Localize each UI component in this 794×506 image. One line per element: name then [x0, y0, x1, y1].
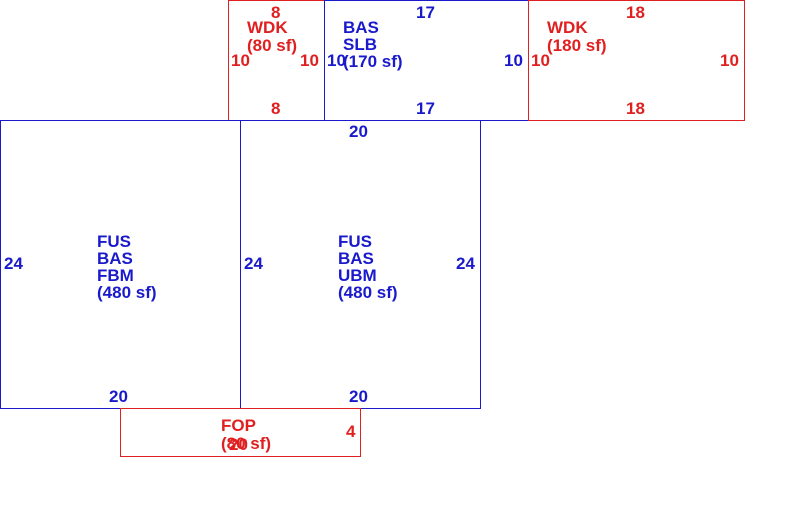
fus-ubm-dim-right: 24 — [456, 254, 475, 273]
wdk-small-dim-left: 10 — [231, 51, 250, 70]
wdk-small-dim-top: 8 — [271, 3, 281, 22]
wdk-large-size: (180 sf) — [547, 36, 607, 55]
bas-slb-dim-right: 10 — [504, 51, 523, 70]
fus-ubm-dim-bottom: 20 — [349, 387, 368, 406]
wdk-small-size: (80 sf) — [247, 36, 298, 55]
wdk-small-dim-bottom: 8 — [271, 99, 281, 118]
wdk-small-code: WDK — [247, 18, 288, 37]
bas-slb-size: (170 sf) — [343, 52, 403, 71]
wdk-large-dim-bottom: 18 — [626, 99, 645, 118]
fop-dim-overlap: 20 — [229, 435, 248, 454]
fus-fbm-label: FUS BAS FBM (480 sf) — [97, 232, 157, 302]
fus-ubm-dim-top: 20 — [349, 122, 368, 141]
fop-size: (80 sf) — [221, 434, 272, 453]
fus-ubm-dim-left: 24 — [244, 254, 263, 273]
bas-slb-dim-top: 17 — [416, 3, 435, 22]
bas-slb-codes: BAS SLB — [343, 18, 379, 54]
fus-fbm-dim-left: 24 — [4, 254, 23, 273]
wdk-large-dim-left: 10 — [531, 51, 550, 70]
fus-fbm-dim-bottom: 20 — [109, 387, 128, 406]
fop-code: FOP — [221, 416, 256, 435]
wdk-large-area[interactable] — [528, 0, 745, 121]
wdk-large-dim-right: 10 — [720, 51, 739, 70]
fop-dim-right: 4 — [346, 422, 356, 441]
wdk-large-dim-top: 18 — [626, 3, 645, 22]
bas-slb-dim-bottom: 17 — [416, 99, 435, 118]
fop-area[interactable] — [120, 408, 361, 457]
wdk-small-dim-right: 10 — [300, 51, 319, 70]
fus-ubm-label: FUS BAS UBM (480 sf) — [338, 232, 398, 302]
bas-slb-dim-left: 10 — [327, 51, 346, 70]
wdk-large-code: WDK — [547, 18, 588, 37]
